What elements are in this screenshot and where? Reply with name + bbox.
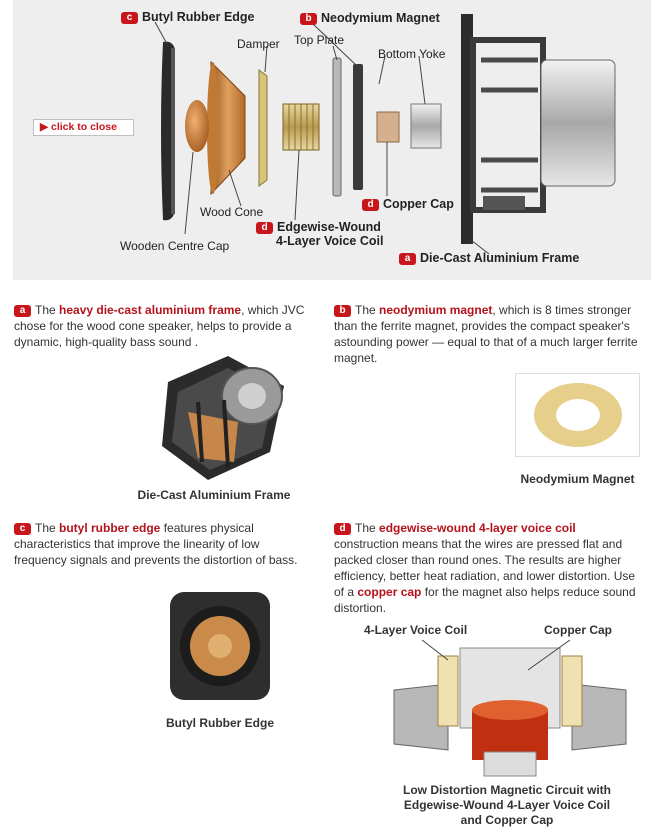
neodymium-label-text: Neodymium Magnet: [321, 11, 440, 25]
figure-label-voice-coil: 4-Layer Voice Coil: [364, 623, 468, 637]
section-b-post: , which is 8 times stronger than the fer…: [334, 303, 638, 365]
caption-line1: Low Distortion Magnetic Circuit with: [403, 783, 611, 797]
section-c-caption: Butyl Rubber Edge: [165, 716, 274, 730]
neodymium-magnet-photo: [515, 373, 640, 457]
butyl-rubber-edge-label: c Butyl Rubber Edge: [121, 10, 255, 24]
voice-coil-line2: 4-Layer Voice Coil: [276, 234, 384, 248]
badge-a: a: [14, 305, 31, 317]
butyl-edge-photo: [170, 592, 270, 700]
badge-a: a: [399, 253, 416, 265]
magnetic-circuit-illustration: [393, 640, 627, 777]
section-c-highlight: butyl rubber edge: [59, 521, 161, 535]
section-c-post: features physical characteristics that i…: [14, 521, 298, 567]
section-d-highlight: edgewise-wound 4-layer voice coil: [379, 521, 576, 535]
section-c-pre: The: [35, 521, 60, 535]
section-b-text: b The neodymium magnet, which is 8 times …: [334, 302, 640, 366]
section-a-text: a The heavy die-cast aluminium frame, whi…: [14, 302, 314, 350]
section-d-post: for the magnet also helps reduce sound d…: [334, 585, 636, 615]
butyl-label-text: Butyl Rubber Edge: [142, 10, 255, 24]
damper-label: Damper: [237, 37, 280, 51]
section-b-highlight: neodymium magnet: [379, 303, 493, 317]
section-d-highlight2: copper cap: [357, 585, 422, 599]
bottom-yoke-label: Bottom Yoke: [378, 47, 446, 61]
section-c-text: c The butyl rubber edge features physical…: [14, 520, 314, 568]
section-d-caption: Low Distortion Magnetic Circuit with Edg…: [354, 783, 660, 828]
top-plate-label: Top Plate: [294, 33, 345, 47]
section-a-post: , which JVC chose for the wood cone spea…: [14, 303, 305, 349]
badge-d: d: [256, 222, 273, 234]
caption-line2: Edgewise-Wound 4-Layer Voice Coil: [403, 798, 611, 812]
badge-d: d: [334, 523, 351, 535]
frame-label: a Die-Cast Aluminium Frame: [399, 251, 579, 265]
magnet-ring-image: [534, 383, 622, 447]
badge-b: b: [334, 305, 351, 317]
caption-line3: and Copper Cap: [460, 813, 554, 827]
click-to-close-button[interactable]: ▶ click to close: [33, 119, 134, 136]
section-d-pre: The: [355, 521, 380, 535]
section-a-pre: The: [35, 303, 60, 317]
wooden-centre-cap-label: Wooden Centre Cap: [120, 239, 230, 253]
die-cast-frame-photo: [162, 356, 284, 480]
speaker-parts-illustration: [154, 14, 616, 255]
neodymium-magnet-label: b Neodymium Magnet: [300, 11, 440, 25]
voice-coil-line1: Edgewise-Wound: [277, 220, 381, 234]
badge-c: c: [14, 523, 31, 535]
section-a-caption: Die-Cast Aluminium Frame: [137, 488, 291, 502]
copper-cap-label: d Copper Cap: [362, 197, 454, 211]
badge-c: c: [121, 12, 138, 24]
section-d-mid: construction means that the wires are pr…: [334, 537, 636, 599]
section-d-text: d The edgewise-wound 4-layer voice coil c…: [334, 520, 640, 616]
exploded-speaker-diagram: c Butyl Rubber Edge b Neodymium Magnet Dam…: [13, 0, 651, 280]
badge-d: d: [362, 199, 379, 211]
voice-coil-label: d Edgewise-Wound 4-Layer Voice Coil: [256, 220, 383, 248]
badge-b: b: [300, 13, 317, 25]
wood-cone-label: Wood Cone: [200, 205, 264, 219]
section-a-highlight: heavy die-cast aluminium frame: [59, 303, 242, 317]
figure-label-copper-cap: Copper Cap: [544, 623, 613, 637]
frame-label-text: Die-Cast Aluminium Frame: [420, 251, 580, 265]
copper-cap-label-text: Copper Cap: [383, 197, 454, 211]
section-b-pre: The: [355, 303, 380, 317]
section-b-caption: Neodymium Magnet: [520, 472, 635, 486]
